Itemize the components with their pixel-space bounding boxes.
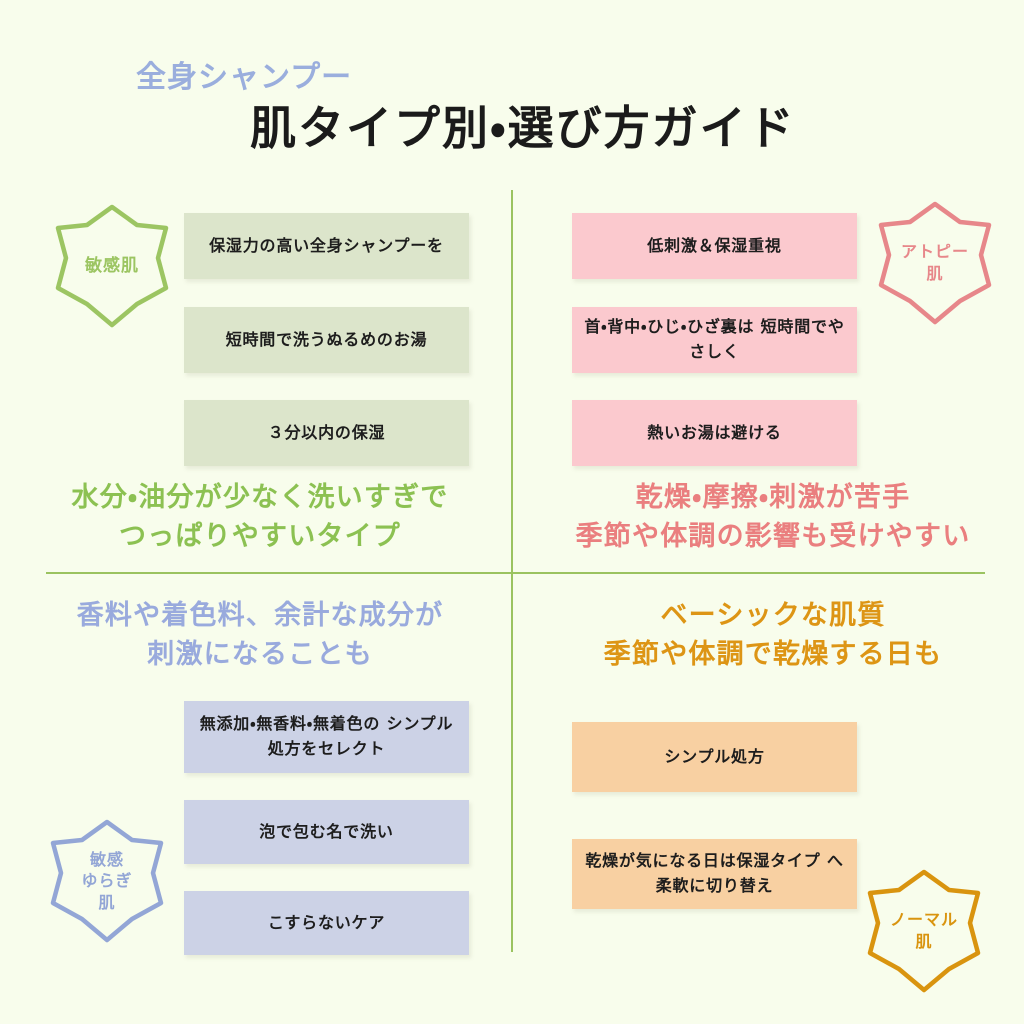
starburst-icon [55,204,169,328]
caption-wavering-skin: 香料や着色料、余計な成分が 刺激になることも [76,600,444,671]
starburst-icon [867,869,981,993]
quadrant-normal-skin: ベーシックな肌質 季節や体調で乾燥する日も シンプル処方 乾燥が気になる日は保湿… [513,574,1024,952]
card-wavering-3: こすらないケア [184,891,469,955]
badge-sensitive-label: 敏感肌 [85,255,139,276]
page-title: 肌タイプ別・選び方ガイド [250,101,796,155]
horizontal-divider [46,572,985,574]
card-wavering-2: 泡で包む名で洗い [184,800,469,864]
card-normal-1: シンプル処方 [572,722,857,792]
vertical-divider [511,190,513,952]
caption-normal-skin: ベーシックな肌質 季節や体調で乾燥する日も [603,600,943,671]
card-sensitive-1: 保湿力の高い全身シャンプーを [184,213,469,279]
badge-wavering-skin: 敏感 ゆらぎ 肌 [48,818,166,944]
card-wavering-1: 無添加・無香料・無着色の シンプル処方をセレクト [184,701,469,773]
badge-sensitive-skin: 敏感肌 [53,203,171,329]
badge-atopic-label: アトピー 肌 [900,242,969,283]
caption-atopic-skin: 乾燥・摩擦・刺激が苦手 季節や体調の影響も受けやすい [575,482,971,553]
quadrant-wavering-skin: 香料や着色料、余計な成分が 刺激になることも 無添加・無香料・無着色の シンプル… [0,574,511,955]
quadrant-sensitive-skin: 保湿力の高い全身シャンプーを 短時間で洗うぬるめのお湯 ３分以内の保湿 水分・油… [0,190,511,572]
card-atopic-3: 熱いお湯は避ける [572,400,857,466]
starburst-icon [878,201,992,325]
quadrant-atopic-skin: 低刺激＆保湿重視 首・背中・ひじ・ひざ裏は 短時間でやさしく 熱いお湯は避ける … [513,190,1024,572]
card-atopic-2: 首・背中・ひじ・ひざ裏は 短時間でやさしく [572,307,857,373]
card-normal-2: 乾燥が気になる日は保湿タイプ へ柔軟に切り替え [572,839,857,909]
badge-atopic-skin: アトピー 肌 [876,200,994,326]
starburst-icon [50,819,164,943]
card-sensitive-3: ３分以内の保湿 [184,400,469,466]
card-sensitive-2: 短時間で洗うぬるめのお湯 [184,307,469,373]
badge-normal-skin: ノーマル 肌 [865,868,983,994]
badge-wavering-label: 敏感 ゆらぎ 肌 [81,849,133,912]
card-atopic-1: 低刺激＆保湿重視 [572,213,857,279]
caption-sensitive-skin: 水分・油分が少なく洗いすぎで つっぱりやすいタイプ [71,482,449,553]
badge-normal-label: ノーマル 肌 [889,910,958,951]
kicker-text: 全身シャンプー [136,60,353,95]
